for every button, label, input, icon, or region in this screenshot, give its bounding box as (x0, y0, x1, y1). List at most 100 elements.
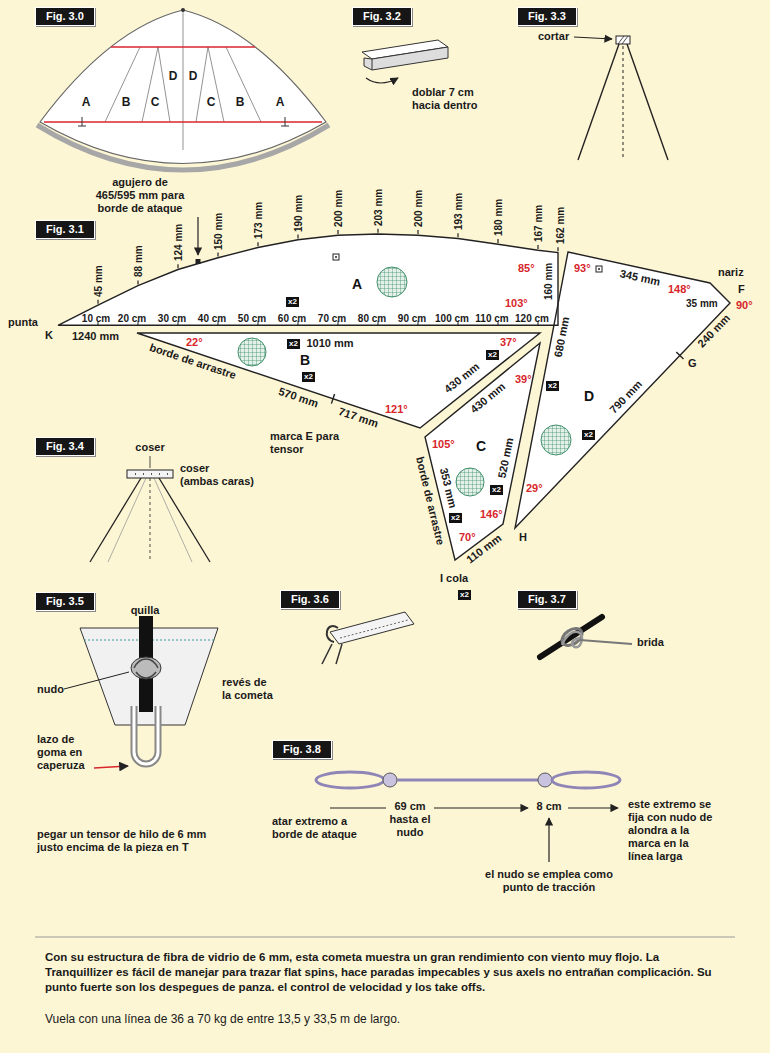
note: este extremo se fija con nudo de alondra… (628, 798, 716, 863)
dimension-label: 150 mm (213, 212, 224, 249)
bridle-knot-sketch (540, 617, 602, 657)
note: nudo (37, 683, 64, 696)
panel-plan (377, 267, 407, 297)
panel-plan (515, 252, 730, 528)
nose-cap-sketch (131, 657, 161, 679)
figure-number: Fig. 3.3 (528, 10, 566, 22)
panel-letter: B (300, 352, 310, 368)
cut-sketch (623, 46, 624, 160)
panel-letter: A (276, 95, 285, 109)
cut-sketch (618, 36, 628, 44)
angle-label: 70° (459, 531, 476, 544)
note: brida (637, 636, 664, 649)
note: (ambas caras) (180, 475, 254, 488)
dimension-label: 160 mm (543, 263, 554, 300)
angle-label: 146° (480, 508, 503, 521)
note: cortar (538, 30, 569, 43)
kite-overview (44, 121, 322, 123)
dimension-label: 200 mm (333, 190, 344, 227)
quantity-tag: x2 (490, 485, 503, 495)
bridle-clip-sketch (322, 612, 414, 664)
note: marca E para tensor (270, 430, 352, 456)
dimension-label: 193 mm (453, 193, 464, 230)
note: lazo de goma en caperuza (37, 733, 92, 772)
scale-label: 120 cm (515, 313, 549, 324)
dimension-label: 430 mm (442, 360, 482, 396)
bridle-line-sketch (552, 772, 620, 788)
sew-sketch (150, 478, 151, 562)
kite-overview (111, 46, 255, 48)
sew-sketch (150, 456, 151, 468)
panel-plan (333, 254, 339, 260)
quantity-tag: x2 (286, 297, 299, 307)
note: atar extremo a borde de ataque (272, 815, 364, 841)
bridle-clip-sketch (336, 644, 342, 664)
note: quilla (131, 604, 160, 617)
dimension-label: 190 mm (293, 194, 304, 231)
quantity-tag: x2 (486, 350, 499, 360)
scale-label: 100 cm (435, 313, 469, 324)
quantity-tag: x2 (546, 381, 559, 391)
figure-tag: Fig. 3.3 (517, 7, 577, 26)
dimension-label: 45 mm (93, 265, 104, 297)
dimension-label: 124 mm (173, 224, 184, 261)
figure-number: Fig. 3.6 (291, 593, 329, 605)
note: Vuela con una línea de 36 a 70 kg de ent… (45, 1012, 735, 1026)
nose-cap-sketch (134, 659, 158, 678)
figure-tag: Fig. 3.7 (517, 590, 577, 609)
panel-plan (335, 256, 337, 258)
scale-label: 50 cm (238, 313, 266, 324)
dimension-label: 203 mm (373, 188, 384, 225)
bridle-line-sketch (316, 772, 620, 862)
figure-tag: Fig. 3.5 (35, 592, 95, 611)
panel-plan (58, 234, 558, 325)
bridle-line-sketch (383, 773, 397, 787)
kite-overview (181, 8, 185, 12)
cut-sketch (627, 44, 668, 160)
note: coser (180, 462, 209, 475)
angle-label: 29° (526, 482, 543, 495)
dimension-label: 717 mm (337, 405, 380, 430)
nose-cap-sketch (94, 766, 128, 768)
figure-tag: Fig. 3.6 (280, 590, 340, 609)
dimension-label: 173 mm (253, 202, 264, 239)
panel-letter: D (169, 69, 178, 83)
bridle-knot-sketch (580, 640, 632, 644)
note: revés de la cometa (222, 676, 276, 702)
angle-label: 39° (515, 373, 532, 386)
dimension-label: 790 mm (607, 378, 645, 417)
note: 69 cm hasta el nudo (389, 800, 431, 839)
dimension-label: 1240 mm (72, 330, 119, 343)
sew-sketch (90, 456, 210, 562)
bridle-line-sketch (316, 772, 384, 788)
bridle-line-sketch (330, 807, 386, 808)
panel-letter: D (584, 388, 594, 404)
scale-label: 110 cm (475, 313, 508, 324)
bridle-knot-sketch (540, 617, 632, 657)
figure-number: Fig. 3.1 (46, 223, 84, 235)
panel-plan (98, 229, 558, 304)
quantity-tag: x2 (449, 513, 462, 523)
figure-number: Fig. 3.7 (528, 593, 566, 605)
quantity-tag: x2 (302, 372, 315, 382)
nose-cap-sketch (64, 616, 218, 768)
caption: Con su estructura de fibra de vidrio de … (45, 950, 730, 995)
scale-label: 80 cm (358, 313, 386, 324)
angle-label: 103° (505, 297, 528, 310)
note: agujero de 465/595 mm para borde de ataq… (94, 176, 187, 215)
kite-overview (105, 10, 261, 150)
rule-line (35, 937, 735, 938)
note: el nudo se emplea como punto de tracción (479, 868, 619, 894)
figure-tag: Fig. 3.2 (352, 7, 412, 26)
angle-label: 148° (668, 283, 691, 296)
scale-label: 70 cm (318, 313, 346, 324)
panel-plan (58, 217, 730, 560)
point-label: H (519, 531, 527, 544)
panel-plan (197, 217, 198, 255)
panel-plan (456, 468, 484, 496)
sew-sketch (135, 473, 168, 474)
sew-sketch (108, 478, 146, 562)
angle-label: 22° (186, 336, 203, 349)
dimension-label: 35 mm (686, 298, 718, 309)
figure-tag: Fig. 3.4 (35, 437, 95, 456)
